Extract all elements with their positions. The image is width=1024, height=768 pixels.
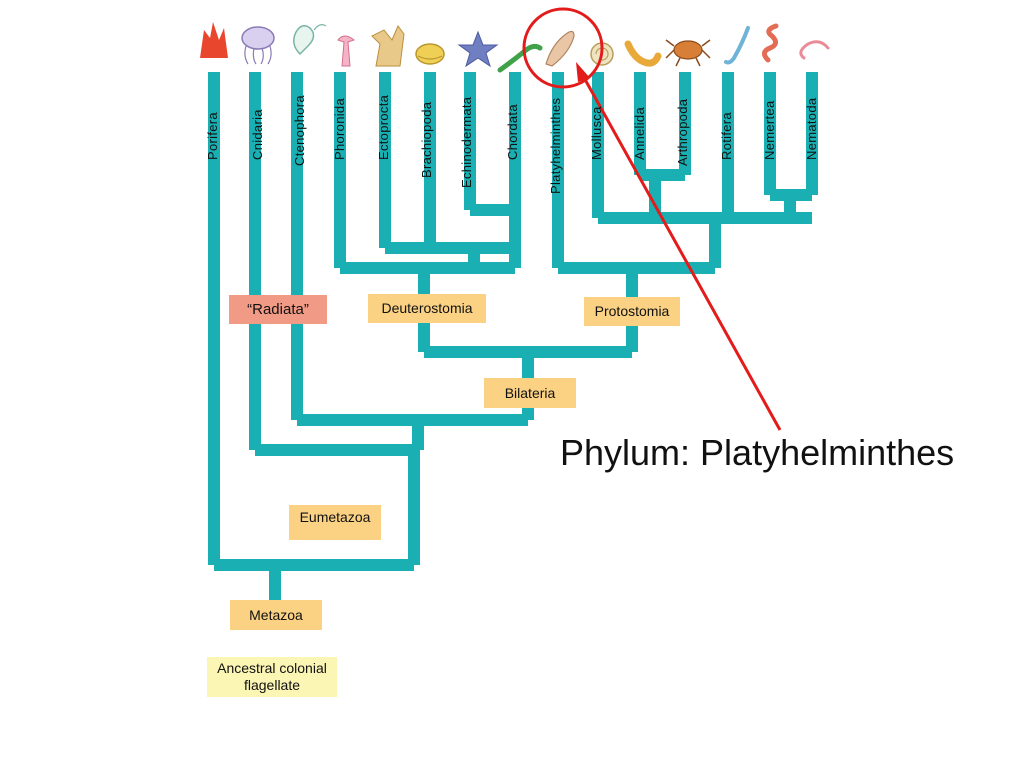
clade-protostomia: Protostomia [584,297,680,326]
organism-icons [200,22,830,73]
phylum-label-porifera: Porifera [205,112,220,160]
phylum-label-chordata: Chordata [505,104,520,160]
sea-star-icon [457,30,499,68]
ribbon-worm-icon [762,23,779,63]
highlight-arrow-line [580,73,782,431]
phylum-label-rotifera: Rotifera [719,112,734,160]
phylum-label-brachiopoda: Brachiopoda [419,101,434,178]
phylum-label-annelida: Annelida [632,107,647,160]
phylum-label-nematoda: Nematoda [804,97,819,160]
phylum-label-ectoprocta: Ectoprocta [376,94,391,160]
phylum-label-mollusca: Mollusca [589,106,604,160]
branch-nemertea-nematoda [770,189,812,218]
brachiopod-icon [415,43,445,65]
ectoproct-icon [371,25,405,67]
clade-deuterostomia: Deuterostomia [368,294,486,323]
comb-jelly-icon [293,24,327,56]
clade-metazoa: Metazoa [230,600,322,630]
phylum-label-cnidaria: Cnidaria [250,109,265,160]
branch-ctenophora-bilateria [297,414,528,450]
phylum-callout: Phylum: Platyhelminthes [560,432,955,473]
earthworm-icon [624,40,662,67]
phylum-label-platyhelminthes: Platyhelminthes [548,97,563,194]
phylum-label-ctenophora: Ctenophora [292,95,307,166]
branch-ecto-echino [385,242,515,268]
crab-icon [665,39,711,67]
branch-eumetazoa [255,444,420,565]
jellyfish-icon [241,26,275,65]
phylum-label-nemertea: Nemertea [762,100,777,160]
highlight-arrowhead [576,62,590,82]
highlight-annotation [522,7,782,431]
rotifer-icon [724,26,750,65]
phoronid-icon [337,35,356,67]
tree-branches [208,72,818,600]
lancelet-icon [497,43,543,73]
flatworm-icon [545,30,575,67]
roundworm-icon [799,40,830,60]
phylum-label-arthropoda: Arthropoda [675,98,690,166]
branch-annelida-group [640,169,685,218]
clade-eumetazoa: Eumetazoa [289,505,381,540]
clade-ancestral-colonial-flagellate: Ancestral colonial flagellate [207,657,337,697]
highlight-circle [522,7,604,89]
sponge-icon [200,22,228,58]
phylum-label-phoronida: Phoronida [332,98,347,160]
branch-echino-chordata [470,204,521,268]
clade-bilateria: Bilateria [484,378,576,408]
clade-radiata: “Radiata” [229,295,327,324]
branch-metazoa [214,559,414,600]
branch-proto-rest [598,212,812,268]
phylum-label-echinodermata: Echinodermata [459,96,474,188]
